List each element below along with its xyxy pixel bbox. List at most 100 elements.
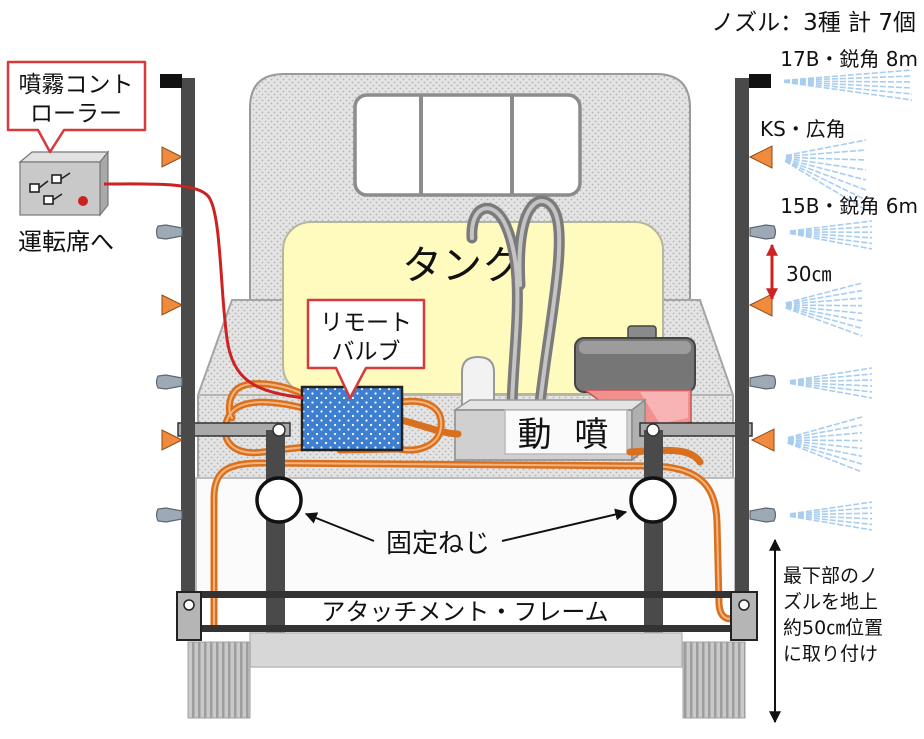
right-cone-nozzle-15b: [749, 224, 777, 240]
spray-line: [789, 515, 873, 526]
tank-label: タンク: [402, 243, 522, 289]
cab-rear-window: [353, 93, 582, 197]
hose-highlight: [228, 382, 304, 419]
spray-line: [785, 282, 863, 304]
right-post: [644, 430, 663, 642]
controller-callout-line1: 噴霧コント: [19, 72, 134, 98]
spray-line: [785, 305, 863, 322]
right-top-nozzle-17b: [749, 74, 771, 88]
spray-line: [785, 156, 867, 161]
left-top-nozzle: [160, 74, 182, 88]
spray-line: [787, 439, 863, 442]
spray-line: [789, 515, 873, 531]
right-clamp-bolt: [738, 599, 750, 611]
right-bracket-bolt: [646, 423, 660, 437]
spray-line: [785, 307, 863, 337]
left-rear-wheel: [187, 641, 251, 719]
right-cone-nozzle: [749, 374, 777, 390]
spray-line: [783, 80, 913, 89]
fixing-screw-arrow-right: [501, 508, 628, 542]
spray-line: [789, 220, 873, 232]
engine-cover-shade: [640, 392, 688, 424]
nozzle-17b-label: 17B・鋭角 8m: [780, 47, 918, 71]
spray-line: [783, 75, 913, 82]
spray-line: [785, 305, 863, 315]
spray-line: [789, 382, 873, 393]
spray-line: [783, 69, 913, 82]
pump-top: [452, 399, 648, 411]
nozzle-ks-label: KS・広角: [760, 117, 846, 141]
left-bracket-bolt: [272, 423, 286, 437]
attachment-frame-label: アタッチメント・フレーム: [321, 598, 608, 626]
fixing-screw-label: 固定ねじ: [386, 529, 490, 559]
left-cone-nozzle: [155, 507, 183, 523]
frame-upper-bar: [176, 591, 756, 598]
nozzle-summary: ノズル：3種 計 7個: [711, 10, 916, 36]
left-boom-pole: [181, 78, 195, 640]
left-cone-nozzle: [155, 374, 183, 390]
mounting-note-line1: 最下部のノ: [783, 565, 878, 587]
engine-top: [579, 341, 691, 354]
spray-line: [789, 373, 873, 383]
spray-line: [789, 381, 873, 387]
nozzle-15b-label: 15B・鋭角 6m: [780, 194, 918, 218]
left-nozzles: [155, 74, 184, 523]
spray-line: [785, 139, 867, 157]
suction-tubes: [466, 195, 565, 410]
right-frame-clamp: [730, 591, 758, 641]
spray-line: [785, 306, 863, 330]
spray-line: [789, 501, 873, 515]
right-fixing-screw: [629, 476, 677, 524]
to-driver-seat-label: 運転席へ: [18, 228, 114, 256]
spray-line: [785, 304, 863, 307]
controller-top: [18, 151, 110, 163]
spray-line: [787, 431, 863, 441]
right-fan-nozzle-ks: [748, 145, 773, 169]
spray-line: [789, 382, 873, 399]
spray-line: [789, 225, 873, 233]
spray-patterns: [783, 69, 913, 531]
tube-highlight: [469, 206, 520, 406]
spray-line: [785, 159, 867, 191]
left-fixing-screw: [255, 476, 303, 524]
tube-highlight: [517, 199, 562, 406]
spray-line: [783, 81, 913, 95]
hose-to-pump: [397, 416, 462, 438]
hose-pump-right: [626, 446, 704, 466]
spray-line: [787, 440, 863, 458]
nozzle-spacing-label: 30㎝: [786, 262, 831, 286]
mounting-note-line4: に取り付け: [783, 643, 878, 665]
right-bracket: [639, 422, 753, 437]
right-rear-wheel: [682, 641, 746, 719]
spray-line: [785, 297, 863, 306]
indicator-lamp-icon: [78, 196, 88, 206]
spray-line: [789, 379, 873, 383]
spray-line: [787, 441, 863, 465]
rear-bumper: [249, 632, 683, 668]
controller-callout-line2: ローラー: [30, 101, 122, 127]
spray-line: [785, 158, 867, 181]
pump-label: 動 噴: [518, 415, 615, 455]
spray-line: [784, 159, 867, 201]
hose-highlight: [339, 400, 443, 451]
power-sprayer: 動 噴: [452, 355, 648, 462]
spray-line: [789, 232, 873, 250]
left-fan-nozzle: [161, 429, 184, 451]
spray-controller: [18, 150, 110, 217]
left-fan-nozzle: [161, 146, 184, 168]
hose-highlight: [224, 401, 311, 454]
left-cone-nozzle: [155, 224, 183, 240]
left-bracket: [177, 422, 291, 437]
spray-line: [783, 80, 913, 83]
remote-valve-callout: [306, 298, 426, 400]
spray-line: [787, 442, 863, 473]
left-clamp-bolt: [183, 599, 195, 611]
controller-callout: [6, 60, 147, 154]
right-boom-pole: [735, 78, 749, 640]
spray-line: [789, 514, 873, 520]
spray-hoses: [210, 380, 741, 630]
remote-valve: [300, 385, 404, 452]
left-post: [266, 430, 285, 642]
toggle-switch-icon: [29, 172, 71, 205]
